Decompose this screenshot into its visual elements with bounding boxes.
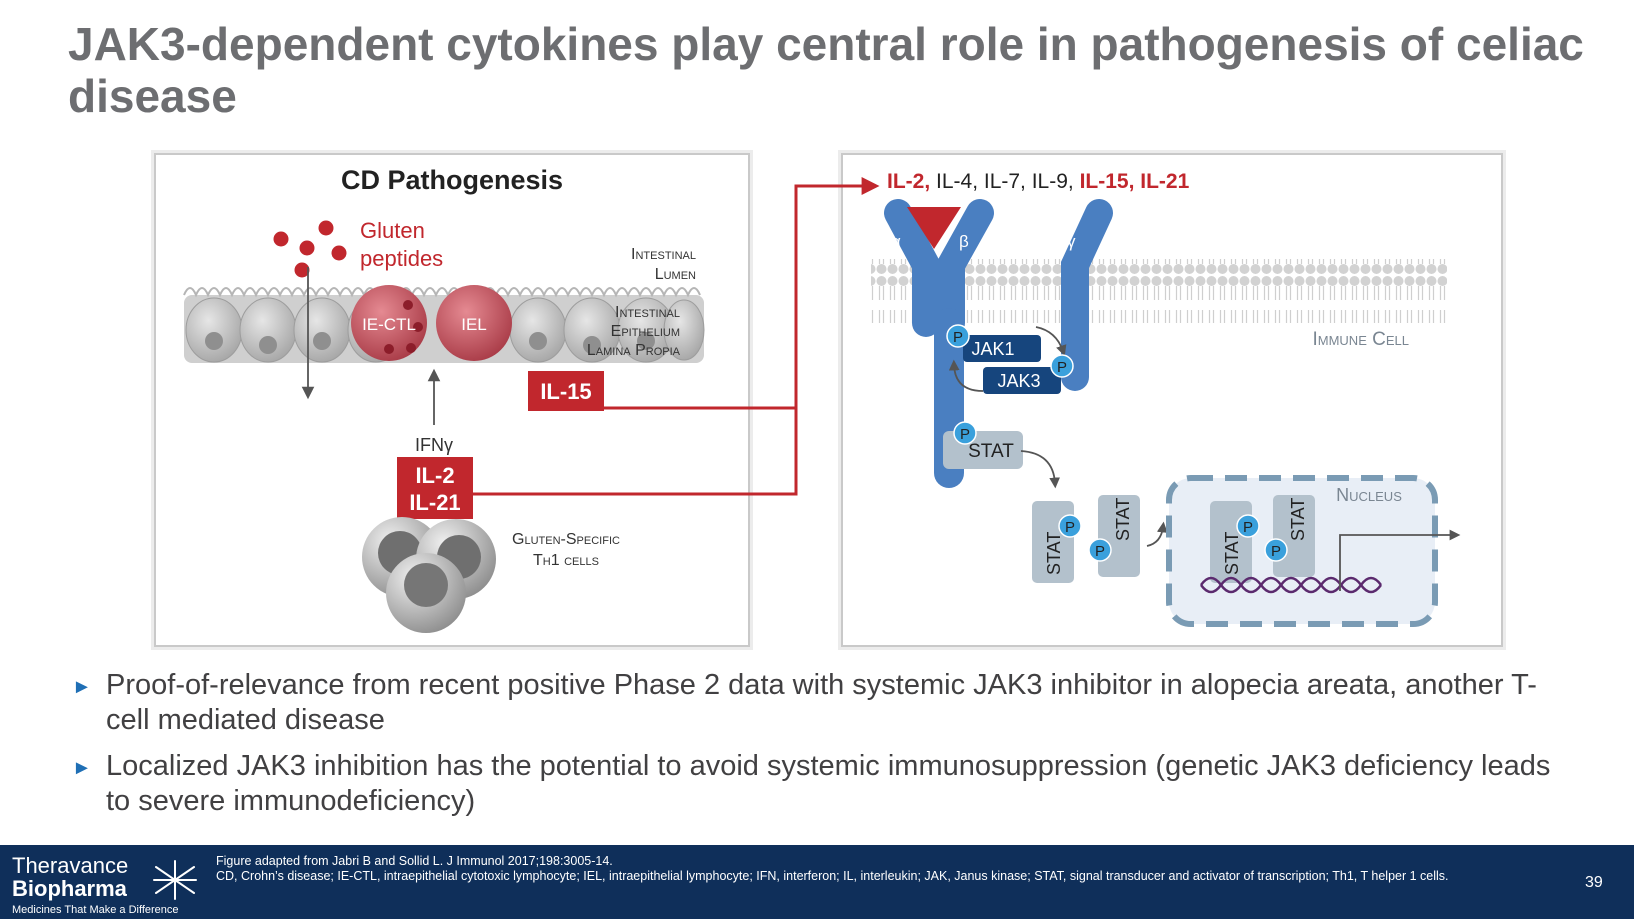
cytokine-il4: IL-4, [930,170,978,193]
jak-stat-diagram: IL-2, IL-4, IL-7, IL-9, IL-15, IL-21 α β… [871,170,1461,627]
svg-text:P: P [1065,519,1075,536]
il2-label: IL-2 [415,463,454,488]
iel-label: IEL [461,315,487,334]
cd-pathogenesis-diagram: CD Pathogenesis Gluten peptides Intestin… [183,165,705,633]
gluten-label-line1: Gluten [360,218,425,243]
lumen-label-line2: Lumen [655,266,696,283]
jak3-label: JAK3 [997,371,1040,391]
jak1-label: JAK1 [971,339,1014,359]
phosphate-stat-docked: P [953,421,977,445]
cytokine-list: IL-2, IL-4, IL-7, IL-9, IL-15, IL-21 [887,170,1190,193]
page-number: 39 [1585,874,1603,891]
cytokine-il2: IL-2, [887,170,930,193]
stat-dimer-nucleus: STAT STAT P P [1210,495,1315,583]
svg-text:STAT: STAT [1044,532,1064,575]
cytokine-il9: IL-9, [1026,170,1074,193]
cytokine-triangle [907,207,961,249]
abbreviations: CD, Crohn’s disease; IE-CTL, intraepithe… [216,869,1449,883]
il2-il21-box [397,457,473,519]
footnotes: Figure adapted from Jabri B and Sollid L… [216,854,1536,884]
th1-label-line2: Th1 cells [533,552,599,569]
svg-text:P: P [953,329,963,346]
bullet-marker-icon: ► [72,676,92,698]
phospho-arrow-1 [1035,326,1067,357]
citation: Figure adapted from Jabri B and Sollid L… [216,854,613,868]
star-logo-icon [153,860,197,900]
panel-heading: CD Pathogenesis [341,165,563,195]
stat-docked-label: STAT [968,441,1014,462]
svg-text:P: P [1057,359,1067,376]
ifn-gamma-label: IFNγ [415,435,453,455]
company-logo: Theravance Biopharma Medicines That Make… [12,855,197,919]
ie-ctl-cell [351,285,427,361]
bullet-list: ►Proof-of-relevance from recent positive… [68,668,1568,830]
svg-text:STAT: STAT [1222,532,1242,575]
bullet-marker-icon: ► [72,757,92,779]
immune-cell-label: Immune Cell [1312,329,1409,350]
svg-text:STAT: STAT [1113,498,1133,541]
footer: Theravance Biopharma Medicines That Make… [0,845,1634,919]
il15-box [528,371,604,411]
cytokine-il15: IL-15, [1074,170,1135,193]
phosphate-jak3: P [1050,354,1074,378]
svg-text:P: P [960,426,970,443]
cytokine-il21: IL-21 [1134,170,1189,193]
transcription-arrow [1339,529,1461,591]
phospho-arrow-2 [948,359,984,392]
epithelium-label-line1: Intestinal [615,304,680,321]
jak-stat-signaling-panel: IL-2, IL-4, IL-7, IL-9, IL-15, IL-21 α β… [841,153,1503,647]
svg-text:STAT: STAT [1288,498,1308,541]
stat-dimer-cytoplasm: STAT STAT P P [1032,495,1140,583]
phosphate-jak1: P [946,324,970,348]
il21-label: IL-21 [409,490,460,515]
dna-helix [1199,576,1383,594]
bullet-item: ►Localized JAK3 inhibition has the poten… [72,750,1551,817]
il15-label: IL-15 [540,379,591,404]
nucleus-label: Nucleus [1336,485,1402,505]
iel-cell [436,285,512,361]
svg-text:P: P [1271,543,1281,560]
lumen-label-line1: Intestinal [631,246,696,263]
ie-ctl-label: IE-CTL [362,315,416,334]
th1-label-line1: Gluten-Specific [512,531,620,548]
page-title: JAK3-dependent cytokines play central ro… [68,18,1584,122]
cytokine-il7: IL-7, [978,170,1026,193]
nuclear-entry-arrow [1146,521,1168,547]
svg-text:P: P [1095,543,1105,560]
cd-pathogenesis-panel: CD Pathogenesis Gluten peptides Intestin… [154,153,750,647]
gluten-peptide-dots [273,220,347,278]
svg-text:P: P [1243,519,1253,536]
bullet-item: ►Proof-of-relevance from recent positive… [72,669,1537,736]
jak3-box [983,367,1061,394]
jak1-box [963,335,1041,362]
th1-cells [362,517,496,633]
lamina-propia-label: Lamina Propia [587,342,681,359]
alpha-label: α [891,232,901,251]
beta-label: β [959,232,969,251]
gluten-label-line2: peptides [360,246,443,271]
cell-membrane [871,259,1447,323]
stat-release-arrow [1020,450,1061,489]
epithelium-label-line2: Epithelium [611,323,680,340]
gamma-label: γ [1067,232,1076,251]
